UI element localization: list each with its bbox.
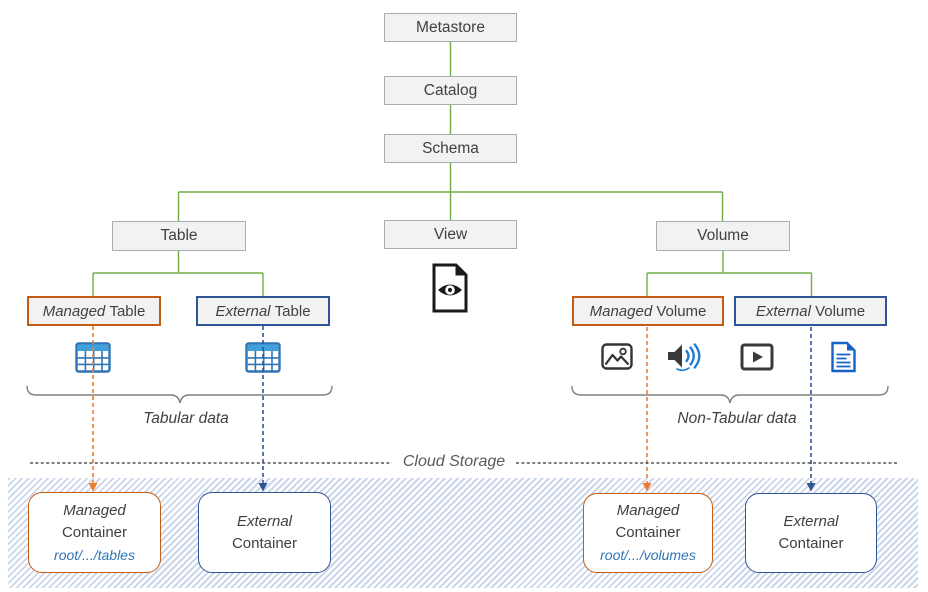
document-icon	[831, 341, 856, 373]
node-managed-table: Managed Table	[27, 296, 161, 326]
tabular-brace	[26, 385, 333, 404]
non-tabular-data-label: Non-Tabular data	[677, 410, 797, 427]
node-external-table: External Table	[196, 296, 330, 326]
managed-table-noun: Table	[109, 302, 146, 320]
node-catalog: Catalog	[384, 76, 517, 105]
managed-tables-container-noun: Container	[61, 523, 128, 541]
node-external-volume: External Volume	[734, 296, 887, 326]
managed-volumes-container-path: root/.../volumes	[600, 547, 696, 563]
node-view: View	[384, 220, 517, 249]
document-eye-icon	[432, 263, 468, 313]
managed-tables-container: Managed Container root/.../tables	[28, 492, 161, 573]
external-volumes-container-noun: Container	[778, 535, 844, 552]
video-icon	[740, 343, 774, 371]
external-tables-container-noun: Container	[231, 534, 298, 552]
managed-tables-container-qualifier: Managed	[63, 501, 126, 519]
managed-volumes-container-qualifier: Managed	[616, 502, 680, 519]
cloud-storage-label: Cloud Storage	[402, 453, 506, 470]
node-managed-volume: Managed Volume	[572, 296, 724, 326]
external-volumes-container: External Container	[745, 493, 877, 573]
managed-volumes-container-noun: Container	[615, 524, 681, 541]
external-tables-container: External Container	[198, 492, 331, 573]
external-volume-noun: Volume	[815, 302, 866, 320]
external-tables-container-qualifier: External	[236, 512, 293, 530]
external-table-noun: Table	[274, 302, 311, 320]
external-volume-qualifier: External	[755, 302, 811, 320]
node-catalog-label: Catalog	[423, 81, 478, 99]
node-metastore-label: Metastore	[416, 18, 485, 36]
node-view-label: View	[433, 225, 468, 243]
managed-tables-container-path: root/.../tables	[54, 546, 135, 563]
non-tabular-brace	[571, 385, 889, 404]
managed-table-qualifier: Managed	[42, 302, 106, 320]
managed-volumes-container: Managed Container root/.../volumes	[583, 493, 713, 573]
table-icon	[245, 342, 281, 373]
external-table-qualifier: External	[215, 302, 271, 320]
node-schema-label: Schema	[422, 139, 479, 157]
node-volume: Volume	[656, 221, 790, 251]
node-volume-label: Volume	[697, 227, 749, 244]
tabular-data-label: Tabular data	[143, 410, 229, 427]
managed-volume-noun: Volume	[656, 302, 707, 320]
external-volumes-container-qualifier: External	[783, 513, 839, 530]
image-icon	[601, 343, 633, 370]
node-schema: Schema	[384, 134, 517, 163]
managed-volume-qualifier: Managed	[589, 302, 653, 320]
audio-icon	[668, 343, 701, 372]
node-table-label: Table	[160, 227, 198, 244]
node-table: Table	[112, 221, 246, 251]
table-icon	[75, 342, 111, 373]
node-metastore: Metastore	[384, 13, 517, 42]
